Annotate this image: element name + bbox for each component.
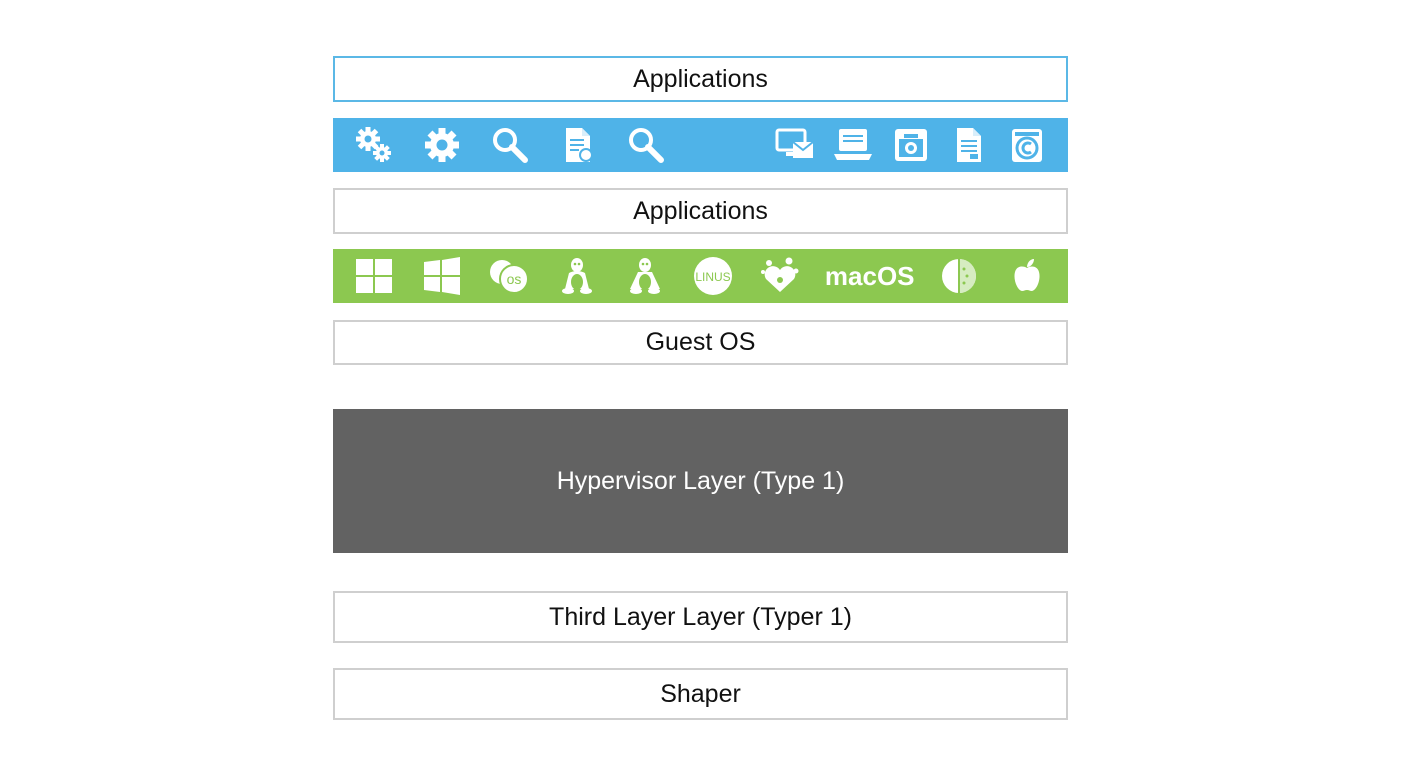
guest-os-layer: Guest OS: [333, 320, 1068, 365]
gears-icon: [351, 122, 397, 168]
heart-icon: [757, 253, 803, 299]
laptop-icon: [830, 122, 876, 168]
linux-badge-icon: LINUS: [690, 253, 736, 299]
document-search-icon: [555, 122, 601, 168]
third-layer: Third Layer Layer (Typer 1): [333, 591, 1068, 643]
os-badge-text: os: [507, 271, 522, 287]
document-icon: [946, 122, 992, 168]
hypervisor-label: Hypervisor Layer (Type 1): [556, 466, 845, 495]
application-icon-strip: [333, 118, 1068, 172]
camera-icon: [888, 122, 934, 168]
windows-icon: [351, 253, 397, 299]
applications-layer: Applications: [333, 188, 1068, 234]
linux-badge-text: LINUS: [695, 270, 730, 284]
macos-icon: macOS: [824, 260, 915, 291]
gear-icon: [419, 122, 465, 168]
applications-top-layer: Applications: [333, 56, 1068, 102]
windows-icon: [419, 253, 465, 299]
applications-top-label: Applications: [633, 64, 768, 93]
shaper-layer: Shaper: [333, 668, 1068, 720]
half-circle-icon: [936, 253, 982, 299]
linux-penguin-icon: [622, 253, 668, 299]
shaper-label: Shaper: [660, 679, 741, 708]
os-icon-strip: os LINUS macOS: [333, 249, 1068, 303]
copyright-icon: [1004, 122, 1050, 168]
os-badge-icon: os: [486, 253, 532, 299]
linux-penguin-icon: [554, 253, 600, 299]
app-icons-right-group: [772, 122, 1050, 168]
apple-icon: [1004, 253, 1050, 299]
search-icon: [623, 122, 669, 168]
guest-os-label: Guest OS: [645, 328, 756, 356]
app-icons-left-group: [351, 122, 669, 168]
monitor-mail-icon: [772, 122, 818, 168]
third-layer-label: Third Layer Layer (Typer 1): [549, 602, 852, 631]
hypervisor-layer: Hypervisor Layer (Type 1): [333, 409, 1068, 553]
applications-label: Applications: [633, 196, 768, 225]
search-icon: [487, 122, 533, 168]
